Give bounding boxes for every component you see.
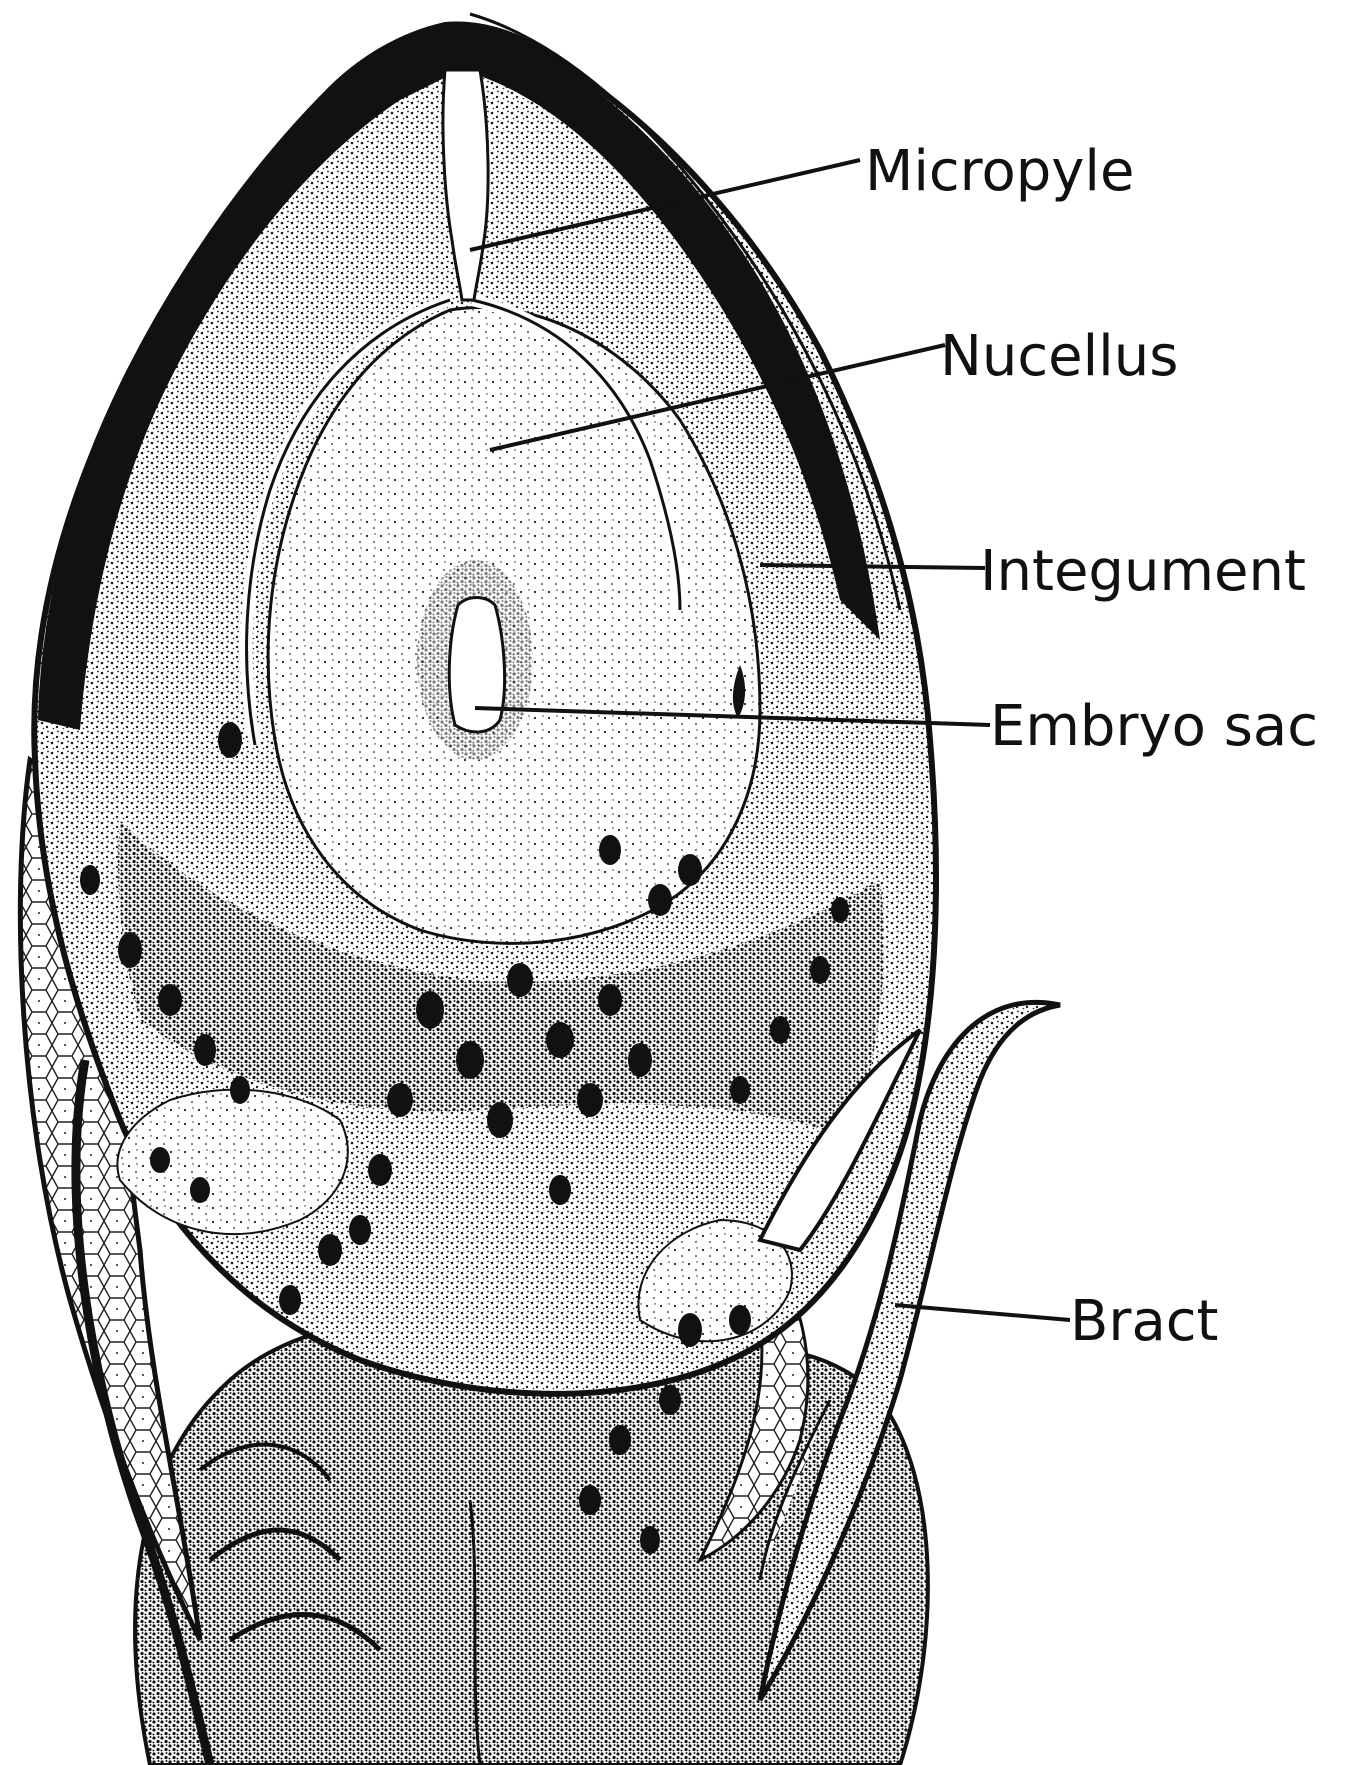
leader-bract (895, 1305, 1070, 1320)
label-bract: Bract (1070, 1289, 1219, 1354)
label-nucellus: Nucellus (940, 324, 1178, 389)
label-micropyle: Micropyle (865, 139, 1134, 204)
label-embryo-sac: Embryo sac (990, 694, 1318, 759)
label-integument: Integument (980, 539, 1306, 604)
